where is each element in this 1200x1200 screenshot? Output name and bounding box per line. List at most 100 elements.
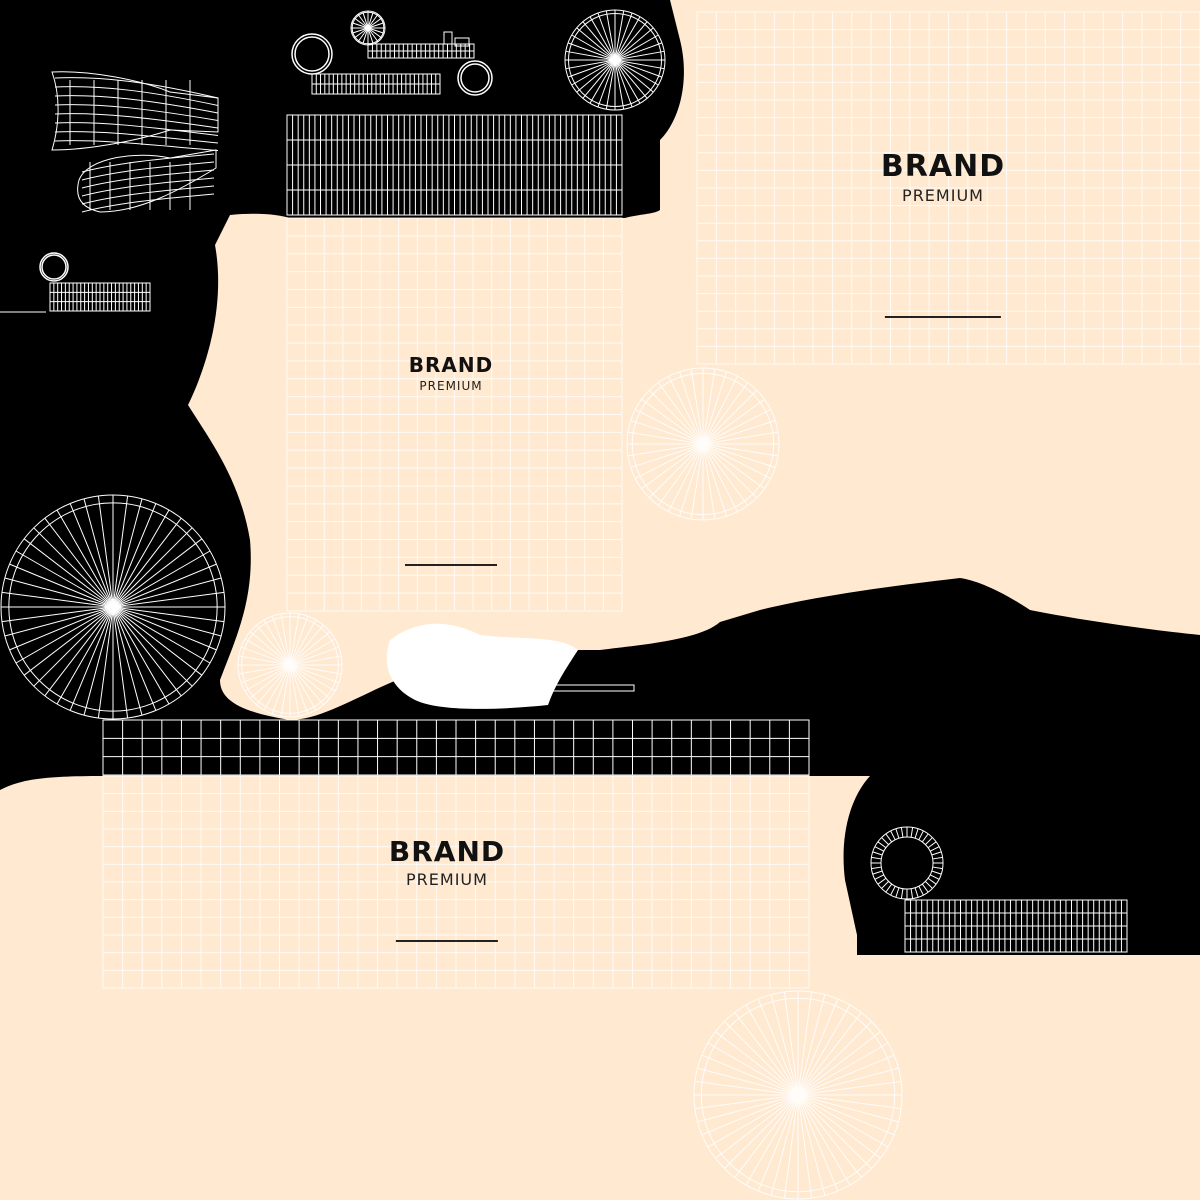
rings <box>39 33 493 282</box>
tire-tread <box>874 874 885 880</box>
wheel-cream-mid-spoke <box>641 443 704 490</box>
tire-tread <box>932 866 943 870</box>
wheel-left-large-spoke <box>9 606 114 651</box>
ring <box>457 60 493 96</box>
wheel-left-large-spoke <box>112 606 157 711</box>
grid-top-right <box>696 11 1200 365</box>
wheel-cream-mid-spoke <box>702 371 727 445</box>
grid-bottom-strip <box>102 719 810 776</box>
ring <box>41 254 67 280</box>
label-middle: BRAND PREMIUM <box>405 355 497 566</box>
wheel-left-large-spoke <box>112 563 217 608</box>
wheel-left-large-spoke <box>83 498 114 608</box>
wheel-cream-mid-spoke <box>627 431 704 445</box>
wheel-cream-mid-spoke <box>702 420 776 445</box>
tire-tread <box>927 841 937 849</box>
wheel-cream-bottom-spoke <box>797 1067 899 1096</box>
wheel-top-spoke <box>614 42 663 61</box>
wheel-cream-bottom-spoke <box>797 1094 813 1199</box>
wheel-top-spoke <box>614 59 659 86</box>
wheel-tiny-spoke <box>367 27 385 34</box>
ring <box>291 33 333 75</box>
wheel-cream-bottom-spoke <box>797 1080 902 1096</box>
wheel-cream-mid-spoke <box>648 443 704 499</box>
vase-bottom-line <box>81 193 215 213</box>
wheel-cream-mid <box>626 367 780 521</box>
wheel-cream-small-spoke <box>263 664 291 711</box>
tire-tread <box>900 888 904 899</box>
ring <box>460 63 490 93</box>
tire-tread <box>890 830 896 841</box>
wheel-left-large-spoke <box>9 563 114 608</box>
tire-tread <box>932 856 943 860</box>
wheel-cream-small-spoke <box>289 664 342 675</box>
grid-bottom <box>102 775 810 989</box>
brand-subtitle: PREMIUM <box>902 186 984 205</box>
wheel-cream-mid-spoke <box>702 431 779 445</box>
wheel-cream-bottom-spoke <box>701 1054 799 1096</box>
wheel-cream-mid-spoke <box>690 368 704 445</box>
wheel-cream-bottom-spoke <box>757 1094 799 1192</box>
ring <box>39 252 69 282</box>
wheel-cream-small-spoke <box>289 664 324 706</box>
ring <box>294 36 330 72</box>
wheel-top-spoke <box>614 59 654 93</box>
wheel-cream-bottom-spoke <box>797 1094 899 1123</box>
tire-tread <box>921 883 929 893</box>
thin-strip <box>547 684 635 692</box>
grid-top-strip <box>286 114 623 216</box>
brand-title: BRAND <box>388 835 506 868</box>
wheel-left-large-spoke <box>23 606 114 676</box>
wheel-left-large-spoke <box>112 577 222 608</box>
tire-tread <box>890 885 896 896</box>
wheel-top-spoke <box>571 34 616 61</box>
wheel-top-spoke <box>597 59 616 108</box>
wheel-left-large-spoke <box>112 606 225 623</box>
wheel-cream-small-spoke <box>244 638 291 666</box>
tire-tread <box>931 870 942 875</box>
wheel-left-large-spoke <box>1 591 114 608</box>
wheel-left-large-spoke <box>33 606 114 687</box>
wheel-tiny-spoke <box>353 27 369 39</box>
tire-tread <box>927 877 937 885</box>
tire-tread <box>918 830 924 841</box>
wheel-cream-mid-spoke <box>679 443 704 517</box>
wheel-cream-small-spoke <box>289 615 309 666</box>
vase-top-line <box>54 104 219 121</box>
tire-tread <box>914 887 919 898</box>
wheel-cream-bottom-spoke <box>797 1021 872 1096</box>
wheel-cream-mid-spoke <box>702 443 749 506</box>
wheel-left-large <box>0 494 226 720</box>
wheel-tiny-spoke <box>362 11 369 29</box>
wheel-cream-small-spoke <box>289 664 336 692</box>
wheel-top-spoke <box>614 59 641 104</box>
vase-bottom-line <box>81 169 215 189</box>
wheel-cream-bottom-spoke <box>757 998 799 1096</box>
wheel-cream-mid-spoke <box>702 443 765 490</box>
wheel-cream-small-spoke <box>289 638 336 666</box>
wheel-tiny-spoke <box>367 17 383 29</box>
tire-tread <box>910 827 914 838</box>
wheel-left-large-spoke <box>112 527 193 608</box>
wheel-left-large-spoke <box>69 503 114 608</box>
tire-tread <box>914 828 919 839</box>
grid-layer <box>49 11 1200 989</box>
wheel-left-large-spoke <box>112 606 203 676</box>
wheel-cream-bottom-spoke <box>797 1094 862 1178</box>
wheel-cream-mid-spoke <box>702 443 779 457</box>
wheel-top-spoke <box>614 12 633 61</box>
wheel-cream-small-spoke <box>289 613 300 666</box>
wheel-left-large-spoke <box>4 577 114 608</box>
wheel-cream-bottom-spoke <box>797 1054 895 1096</box>
wheel-top-spoke <box>605 10 616 61</box>
wheel-cream-bottom-spoke <box>770 994 799 1096</box>
tire-tread <box>874 846 885 852</box>
vase-top <box>51 71 219 151</box>
wheel-layer <box>0 9 903 1200</box>
wheel-cream-bottom-spoke <box>797 1094 851 1186</box>
brand-title: BRAND <box>408 353 494 377</box>
wheel-cream-mid-spoke <box>702 382 749 445</box>
wheel-left-large-spoke <box>112 517 182 608</box>
wheel-top-spoke <box>567 42 616 61</box>
wheel-left-large-spoke <box>97 606 114 719</box>
